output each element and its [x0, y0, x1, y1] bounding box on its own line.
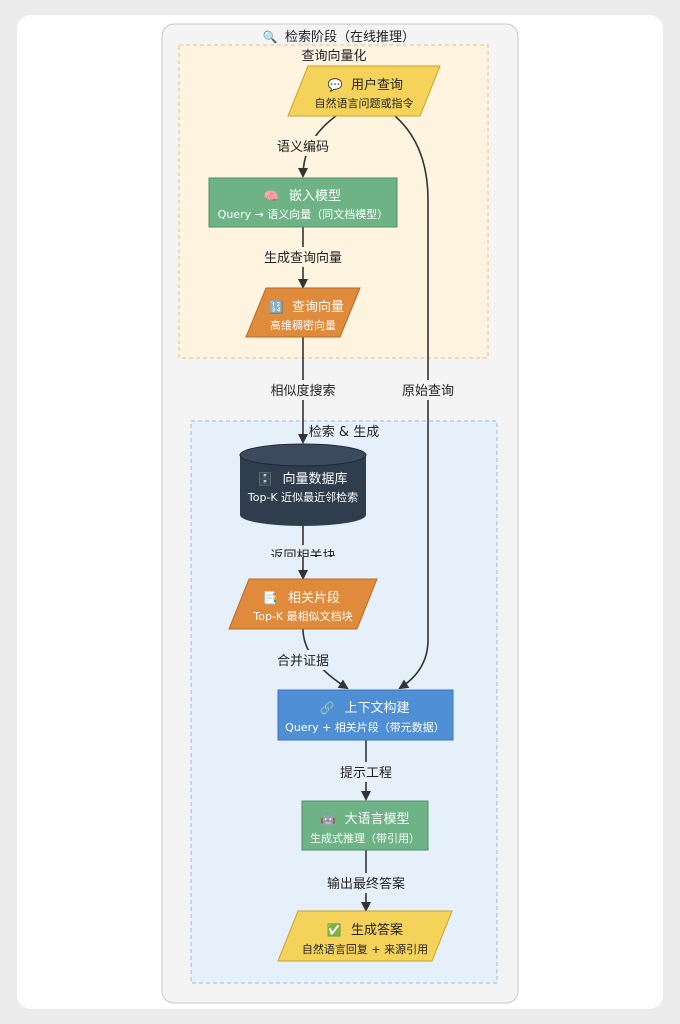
edge-label-bg: [272, 136, 334, 156]
embed-model-title: 嵌入模型: [289, 189, 341, 204]
numbers-icon: 🔢: [269, 300, 284, 314]
link-icon: 🔗: [320, 700, 335, 715]
edge-label-raw-query: 原始查询: [402, 384, 454, 399]
edge-label-bg: [272, 650, 334, 670]
magnifier-icon: 🔍: [263, 29, 278, 44]
edge-label-semantic-encode: 语义编码: [277, 140, 329, 155]
edge-label-bg: [334, 762, 398, 782]
node-query-vector: 🔢 查询向量 高维稠密向量: [245, 287, 361, 338]
group-query-title: 查询向量化: [301, 48, 366, 64]
edge-label-output-answer: 输出最终答案: [327, 876, 405, 892]
query-vector-title: 查询向量: [292, 299, 344, 315]
edge-label-bg: [262, 380, 344, 400]
check-icon: ✅: [327, 923, 342, 937]
node-user-query: 💬 用户查询 自然语言问题或指令: [287, 65, 441, 117]
answer-title: 生成答案: [351, 922, 403, 938]
node-chunks: 📑 相关片段 Top-K 最相似文档块: [228, 578, 378, 630]
chunks-subtitle: Top-K 最相似文档块: [252, 609, 352, 623]
document-icon: 📑: [263, 591, 278, 605]
answer-subtitle: 自然语言回复 + 来源引用: [302, 942, 428, 956]
edge-label-return-related: 返回相关块: [270, 549, 335, 564]
edge-label-bg: [257, 247, 349, 267]
brain-icon: 🧠: [264, 189, 279, 203]
context-subtitle: Query + 相关片段（带元数据）: [285, 720, 445, 734]
outer-group-title-text: 检索阶段（在线推理）: [285, 30, 415, 45]
user-query-subtitle: 自然语言问题或指令: [315, 96, 414, 110]
chunks-title: 相关片段: [288, 591, 340, 606]
robot-icon: 🤖: [321, 812, 336, 826]
edge-label-prompt-eng: 提示工程: [340, 765, 392, 781]
speech-bubble-icon: 💬: [328, 78, 343, 92]
node-vector-db: 🗄️ 向量数据库 Top-K 近似最近邻检索: [239, 443, 367, 526]
edge-label-gen-query-vector: 生成查询向量: [264, 250, 342, 266]
edge-raw-query: [394, 115, 429, 690]
context-title: 上下文构建: [344, 701, 409, 716]
edge-label-bg: [262, 545, 344, 557]
group-retrieve-title: 检索 & 生成: [309, 425, 379, 440]
node-llm: 🤖 大语言模型 生成式推理（带引用）: [301, 800, 429, 851]
edge-label-bg: [318, 873, 414, 893]
user-query-title: 用户查询: [351, 77, 403, 93]
outer-group-title: 🔍 检索阶段（在线推理）: [263, 29, 415, 45]
llm-title: 大语言模型: [344, 812, 409, 827]
node-answer: ✅ 生成答案 自然语言回复 + 来源引用: [277, 910, 453, 962]
vector-db-title: 向量数据库: [282, 471, 347, 487]
query-vector-subtitle: 高维稠密向量: [270, 318, 336, 332]
llm-subtitle: 生成式推理（带引用）: [310, 831, 420, 845]
node-context: 🔗 上下文构建 Query + 相关片段（带元数据）: [277, 689, 454, 741]
cabinet-icon: 🗄️: [258, 472, 273, 486]
embed-model-subtitle: Query → 语义向量（同文档模型）: [218, 207, 389, 221]
edge-label-similarity-search: 相似度搜索: [270, 383, 335, 399]
edge-label-merge-evidence: 合并证据: [277, 654, 329, 669]
vector-db-subtitle: Top-K 近似最近邻检索: [247, 490, 358, 504]
node-embed-model: 🧠 嵌入模型 Query → 语义向量（同文档模型）: [208, 177, 398, 228]
edge-label-bg: [396, 380, 460, 400]
